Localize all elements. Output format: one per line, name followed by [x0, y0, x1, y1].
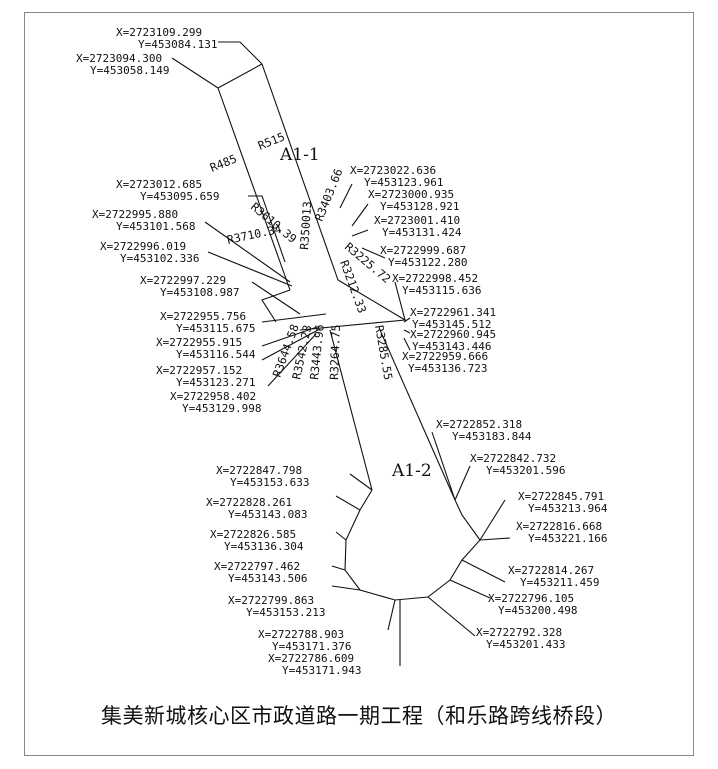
coordinate-y: Y=453201.433 [486, 638, 565, 651]
coordinate-y: Y=453129.998 [182, 402, 261, 415]
coordinate-y: Y=453221.166 [528, 532, 607, 545]
leader-lines [171, 41, 511, 666]
coordinate-y: Y=453145.512 [412, 318, 491, 331]
coordinate-x: X=2723001.410 [374, 214, 460, 227]
coordinate-x: X=2722797.462 [214, 560, 300, 573]
coordinate-y: Y=453153.633 [230, 476, 309, 489]
coordinate-x: X=2722828.261 [206, 496, 292, 509]
coordinate-y: Y=453108.987 [160, 286, 239, 299]
coordinate-x: X=2723094.300 [76, 52, 162, 65]
coordinate-y: Y=453128.921 [380, 200, 459, 213]
coordinate-x: X=2722847.798 [216, 464, 302, 477]
coordinate-x: X=2723109.299 [116, 26, 202, 39]
coordinate-y: Y=453143.506 [228, 572, 307, 585]
coordinate-y: Y=453084.131 [138, 38, 217, 51]
coordinate-y: Y=453123.271 [176, 376, 255, 389]
coordinate-x: X=2723012.685 [116, 178, 202, 191]
coordinate-x: X=2722996.019 [100, 240, 186, 253]
coordinate-y: Y=453143.083 [228, 508, 307, 521]
coordinate-x: X=2723022.636 [350, 164, 436, 177]
coordinate-x: X=2722788.903 [258, 628, 344, 641]
coordinate-y: Y=453171.376 [272, 640, 351, 653]
coordinate-y: Y=453183.844 [452, 430, 532, 443]
coordinate-x: X=2722799.863 [228, 594, 314, 607]
coordinate-labels: X=2723109.299 Y=453084.131 X=2723094.300… [76, 26, 608, 677]
coordinate-x: X=2722958.402 [170, 390, 256, 403]
drawing-caption: 集美新城核心区市政道路一期工程（和乐路跨线桥段） [101, 704, 617, 728]
coordinate-x: X=2722786.609 [268, 652, 354, 665]
road-label-a1-2: A1-2 [391, 461, 432, 481]
coordinate-x: X=2722826.585 [210, 528, 296, 541]
road-label-a1-1: A1-1 [279, 145, 320, 165]
coordinate-y: Y=453116.544 [176, 348, 256, 361]
coordinate-x: X=2722998.452 [392, 272, 478, 285]
coordinate-x: X=2722845.791 [518, 490, 604, 503]
coordinate-x: X=2722960.945 [410, 328, 496, 341]
coordinate-x: X=2722961.341 [410, 306, 496, 319]
radius-label: R3285.55 [372, 324, 395, 381]
coordinate-y: Y=453171.943 [282, 664, 361, 677]
coordinate-x: X=2722957.152 [156, 364, 242, 377]
coordinate-x: X=2722796.105 [488, 592, 574, 605]
coordinate-x: X=2722995.880 [92, 208, 178, 221]
drawing-frame [24, 12, 694, 756]
radius-label: R485 [208, 151, 239, 174]
coordinate-y: Y=453058.149 [90, 64, 169, 77]
coordinate-y: Y=453115.636 [402, 284, 481, 297]
coordinate-y: Y=453101.568 [116, 220, 195, 233]
coordinate-x: X=2722842.732 [470, 452, 556, 465]
coordinate-x: X=2723000.935 [368, 188, 454, 201]
coordinate-x: X=2722999.687 [380, 244, 466, 257]
road-outline [217, 63, 481, 601]
coordinate-y: Y=453200.498 [498, 604, 577, 617]
coordinate-y: Y=453131.424 [382, 226, 462, 239]
coordinate-y: Y=453136.723 [408, 362, 487, 375]
coordinate-y: Y=453122.280 [388, 256, 467, 269]
coordinate-x: X=2722959.666 [402, 350, 488, 363]
coordinate-y: Y=453211.459 [520, 576, 599, 589]
coordinate-y: Y=453123.961 [364, 176, 443, 189]
radius-label: R3264.75 [327, 324, 343, 380]
coordinate-y: Y=453102.336 [120, 252, 199, 265]
coordinate-x: X=2722814.267 [508, 564, 594, 577]
coordinate-y: Y=453143.446 [412, 340, 491, 353]
coordinate-x: X=2722997.229 [140, 274, 226, 287]
coordinate-x: X=2722816.668 [516, 520, 602, 533]
coordinate-y: Y=453115.675 [176, 322, 255, 335]
coordinate-y: Y=453136.304 [224, 540, 304, 553]
coordinate-x: X=2722955.756 [160, 310, 246, 323]
coordinate-y: Y=453201.596 [486, 464, 565, 477]
radius-label: R350013 [297, 201, 314, 250]
coordinate-y: Y=453095.659 [140, 190, 219, 203]
coordinate-x: X=2722955.915 [156, 336, 242, 349]
radius-label: R3443.96 [307, 324, 327, 381]
coordinate-y: Y=453153.213 [246, 606, 325, 619]
radius-label: R3403.66 [312, 166, 346, 223]
coordinate-x: X=2722852.318 [436, 418, 522, 431]
radius-label: R3710.34 [226, 222, 283, 247]
coordinate-y: Y=453213.964 [528, 502, 608, 515]
coordinate-x: X=2722792.328 [476, 626, 562, 639]
